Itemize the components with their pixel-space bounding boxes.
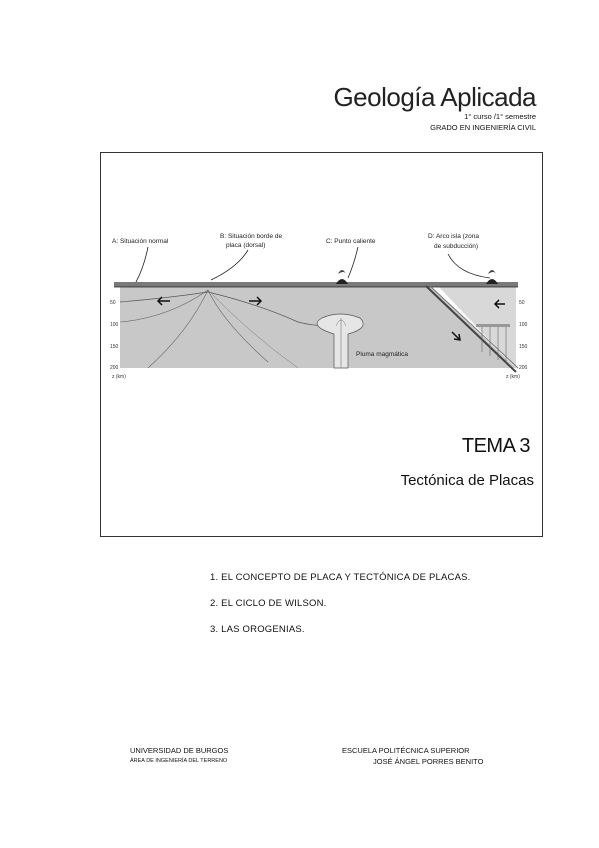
depth-tick-200-left: 200	[110, 365, 119, 371]
depth-tick-150-left: 150	[110, 344, 119, 350]
depth-tick-200-right: 200	[519, 365, 528, 371]
label-hotspot: C: Punto caliente	[326, 238, 376, 245]
contents-item: 1. EL CONCEPTO DE PLACA Y TECTÓNICA DE P…	[210, 572, 471, 583]
depth-tick-50-right: 50	[519, 300, 525, 306]
footer-area: ÁREA DE INGENIERÍA DEL TERRENO	[130, 758, 228, 764]
depth-tick-50-left: 50	[110, 300, 116, 306]
footer-author: JOSÉ ÁNGEL PORRES BENITO	[373, 757, 484, 766]
label-ridge-line2: placa (dorsal)	[226, 242, 265, 249]
depth-axis-label-right: z (km)	[506, 374, 520, 380]
plate-tectonics-diagram: A: Situación normal B: Situación borde d…	[110, 233, 528, 380]
label-island-arc-line2: de subducción)	[434, 243, 478, 250]
course-title: Geología Aplicada	[333, 82, 536, 112]
label-magma-plume: Pluma magmática	[356, 351, 408, 358]
footer-school: ESCUELA POLITÉCNICA SUPERIOR	[342, 746, 470, 755]
topic-number: TEMA 3	[461, 435, 531, 457]
contents-item: 3. LAS OROGENIAS.	[210, 624, 305, 635]
course-semester: 1° curso /1° semestre	[464, 112, 536, 121]
depth-tick-100-left: 100	[110, 322, 119, 328]
label-island-arc-line1: D: Arco isla (zona	[428, 233, 479, 240]
degree-name: GRADO EN INGENIERÍA CIVIL	[430, 123, 536, 132]
topic-title: Tectónica de Placas	[400, 472, 534, 489]
contents-item: 2. EL CICLO DE WILSON.	[210, 598, 327, 609]
depth-tick-150-right: 150	[519, 344, 528, 350]
label-ridge-line1: B: Situación borde de	[220, 233, 283, 240]
cover-frame	[100, 152, 543, 537]
label-normal-situation: A: Situación normal	[112, 238, 169, 245]
depth-axis-label-left: z (km)	[112, 374, 126, 380]
depth-tick-100-right: 100	[519, 322, 528, 328]
footer-university: UNIVERSIDAD DE BURGOS	[130, 746, 229, 755]
